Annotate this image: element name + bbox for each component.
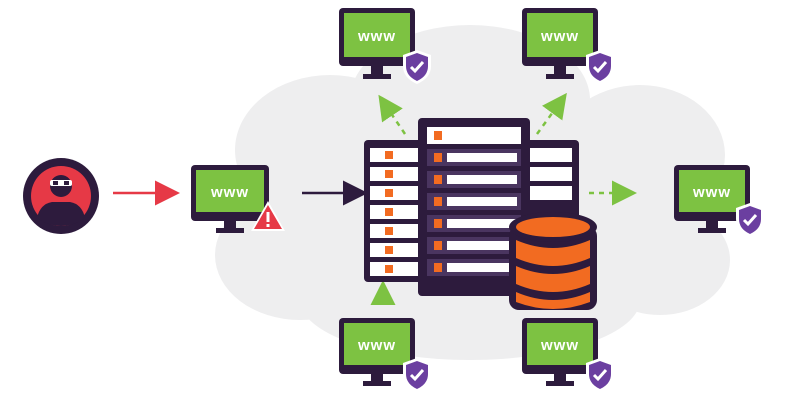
www-label: www (692, 184, 731, 201)
hacker-icon (23, 158, 99, 234)
shield-check-icon (736, 203, 764, 237)
monitor-right: www (674, 165, 764, 237)
monitor-top-left: www (339, 8, 431, 84)
server-rack-icon (364, 118, 579, 296)
arrow-to-top-left (378, 94, 407, 135)
database-icon (509, 212, 597, 310)
shield-check-icon (586, 358, 614, 392)
www-label: www (540, 28, 579, 45)
monitor-bottom-left: www (339, 318, 431, 392)
monitor-top-right: www (522, 8, 614, 84)
monitor-bottom-right: www (522, 318, 614, 392)
www-label: www (540, 337, 579, 354)
shield-check-icon (586, 50, 614, 84)
arrow-to-top-right (535, 92, 567, 135)
monitor-center-left: www (191, 165, 285, 233)
shield-check-icon (403, 50, 431, 84)
www-label: www (357, 337, 396, 354)
www-label: www (210, 184, 249, 201)
warning-icon (251, 201, 285, 231)
www-label: www (357, 28, 396, 45)
shield-check-icon (403, 358, 431, 392)
